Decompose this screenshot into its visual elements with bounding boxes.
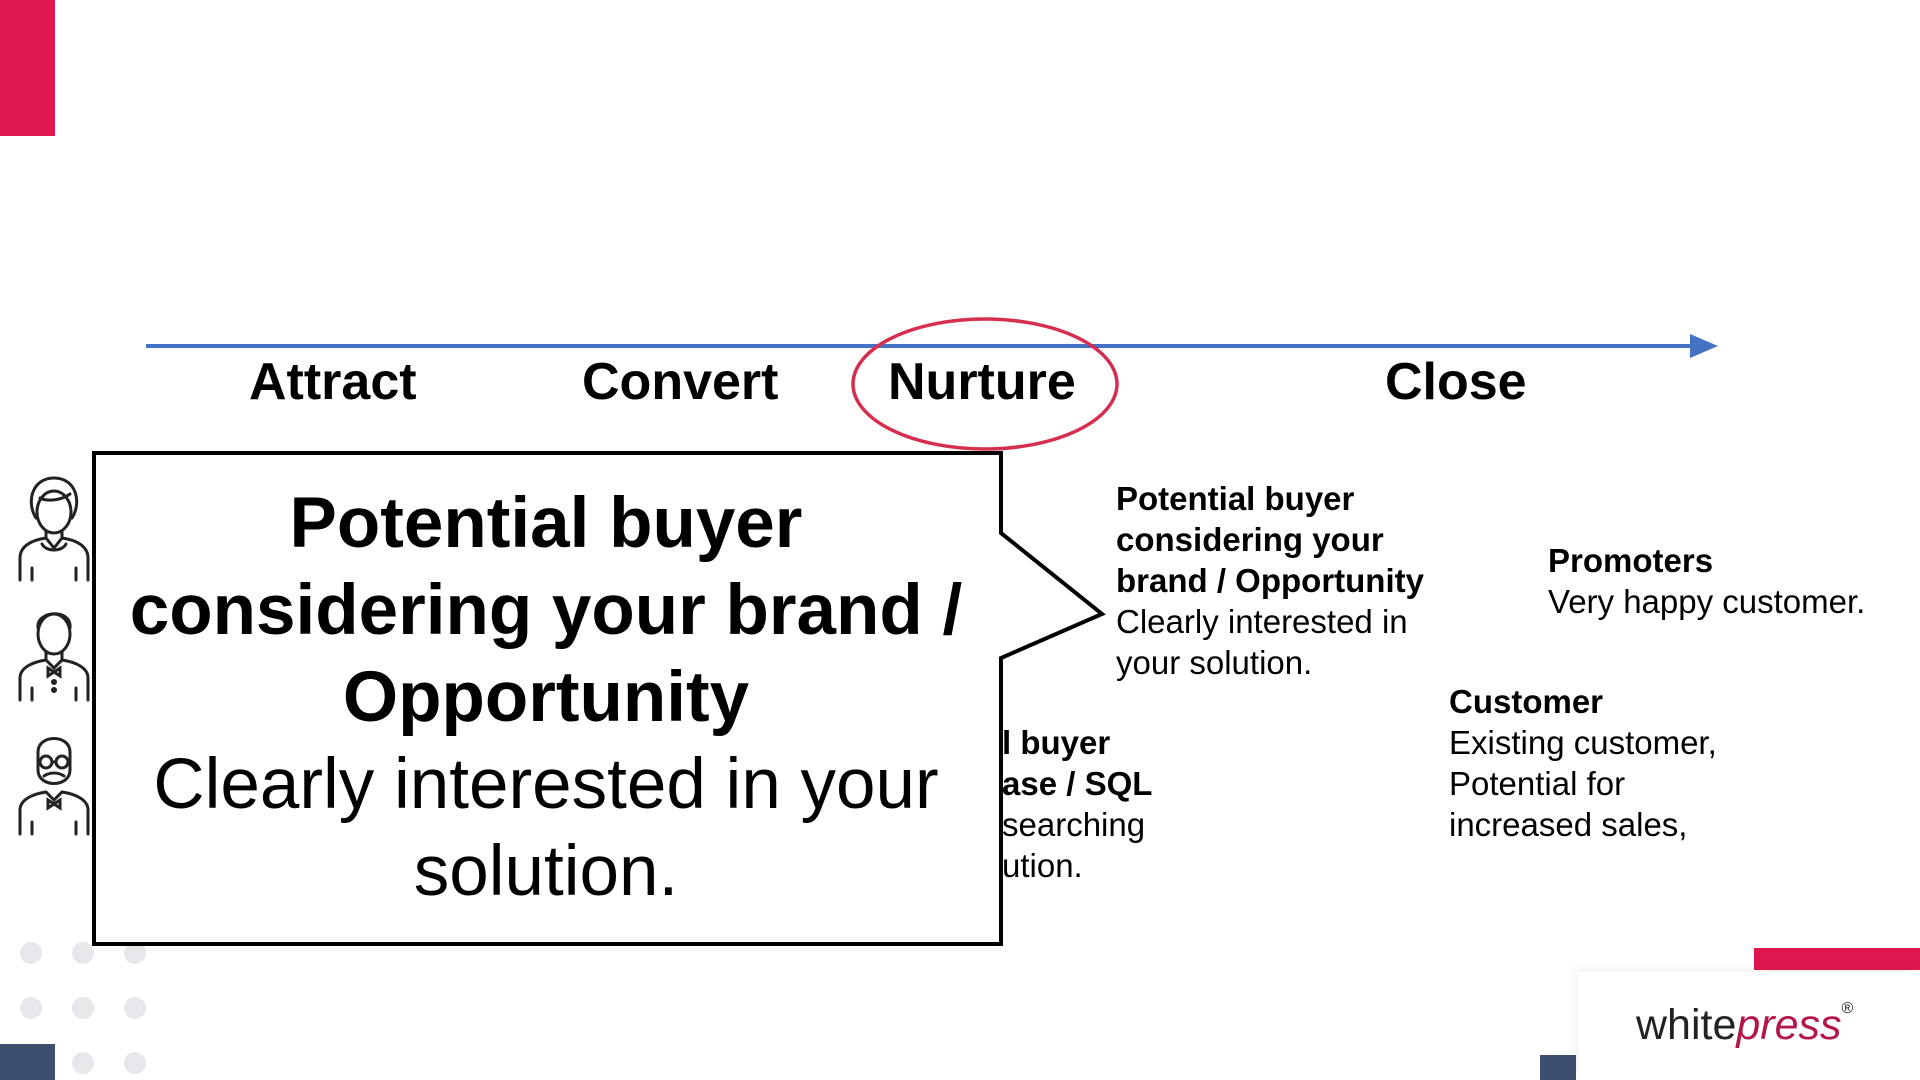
promoters-description: Promoters Very happy customer. [1548,540,1865,622]
decorative-dot-grid [0,0,160,1080]
nurture-body-line-1: Clearly interested in [1116,603,1408,640]
customer-body-line-3: increased sales, [1449,806,1688,843]
sql-body-line-2: ution. [1002,847,1083,884]
callout-title-line-1: Potential buyer [289,484,803,563]
top-left-accent-bar [0,0,55,136]
customer-body-line-1: Existing customer, [1449,724,1717,761]
promoters-title: Promoters [1548,542,1714,579]
stage-attract: Attract [249,353,417,411]
customer-body-line-2: Potential for [1449,765,1626,802]
nurture-body-line-2: your solution. [1116,644,1313,681]
callout-body-line-1: Clearly interested in your [153,745,939,824]
sql-body-line-1: searching [1002,806,1146,843]
bottom-right-accent-bar [1754,948,1920,970]
bearded-man-avatar-icon [18,737,90,836]
nurture-highlight-circle [851,317,1119,451]
callout-body-line-2: solution. [413,832,679,911]
man-avatar-icon [18,612,90,702]
timeline-arrow-head [1690,334,1718,358]
callout-title-line-2: considering your brand / [129,571,963,650]
logo-white: white [1636,1001,1737,1049]
sql-title-line-2: ase / SQL [1002,765,1153,802]
sql-title-line-1: l buyer [1002,724,1111,761]
logo-press: press [1736,1001,1842,1049]
stage-close: Close [1385,353,1527,411]
nurture-title-line-1: Potential buyer [1116,480,1355,517]
callout-content: Potential buyer considering your brand /… [96,480,996,915]
customer-description: Customer Existing customer, Potential fo… [1449,681,1717,845]
bottom-left-navy-block [0,1044,55,1080]
bottom-right-navy-block [1540,1055,1576,1080]
stage-nurture: Nurture [888,353,1076,411]
nurture-title-line-3: brand / Opportunity [1116,562,1424,599]
callout-title-line-3: Opportunity [342,658,750,737]
logo-card [1578,972,1920,1080]
logo-registered-mark: ® [1841,1000,1854,1017]
nurture-description: Potential buyer considering your brand /… [1116,478,1424,683]
callout-box [92,451,1106,946]
customer-title: Customer [1449,683,1604,720]
promoters-body: Very happy customer. [1548,583,1866,620]
stage-convert: Convert [582,353,779,411]
whitepress-logo: whitepress® [1636,1000,1853,1050]
woman-avatar-icon [18,476,90,582]
nurture-title-line-2: considering your [1116,521,1384,558]
sql-description-partial: l buyer ase / SQL searching ution. [1002,722,1202,886]
